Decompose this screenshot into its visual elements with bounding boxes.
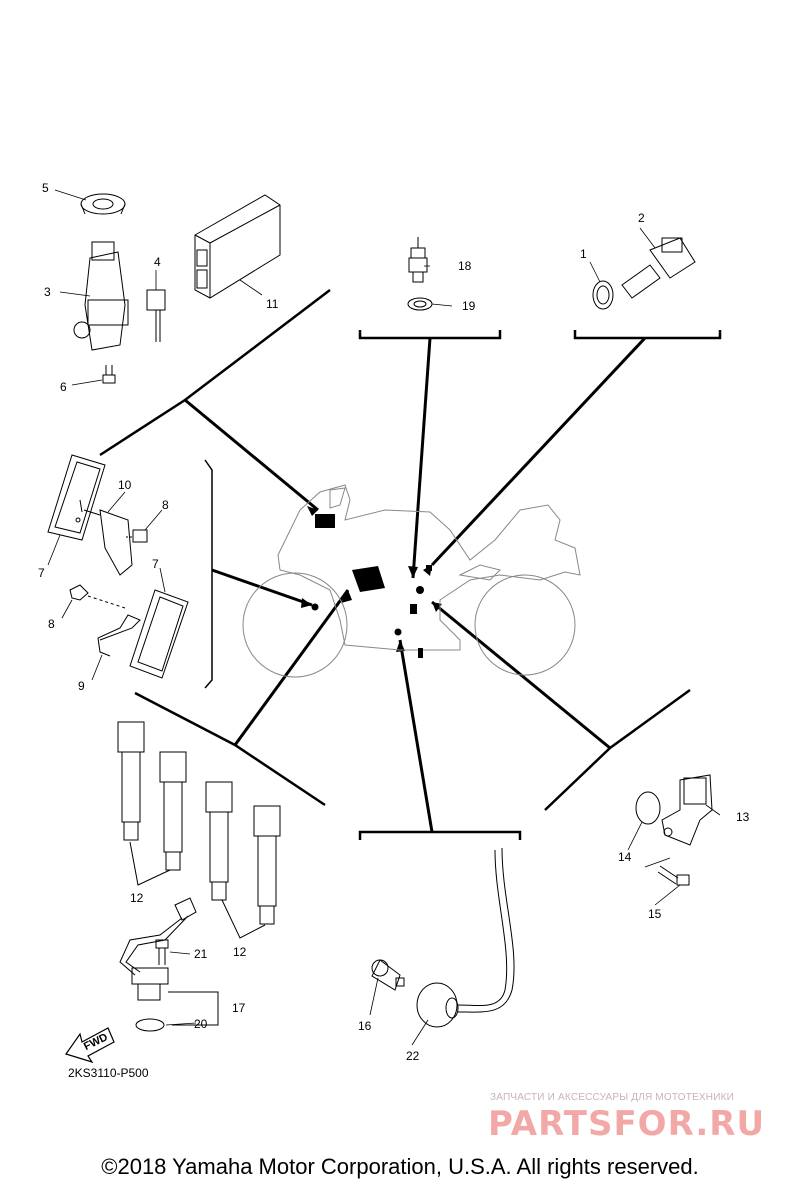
callout-1: 1 [580, 247, 587, 261]
callout-13: 13 [736, 810, 750, 824]
ignition-coil-12-b [159, 751, 187, 871]
crank-sensor-13 [661, 774, 713, 846]
bolt-6 [102, 365, 116, 384]
key-4 [146, 289, 166, 342]
gasket-1 [592, 280, 614, 310]
callout-11: 11 [266, 297, 279, 311]
callout-lines [47, 189, 721, 1046]
callout-7-upper: 7 [38, 566, 45, 580]
callout-22: 22 [406, 1049, 420, 1063]
nut-8-upper [126, 529, 148, 543]
callout-18: 20 [194, 1017, 208, 1031]
reflector-7-upper [47, 454, 106, 541]
callout-3: 3 [44, 285, 51, 299]
bracket-17-18 [168, 991, 219, 1026]
callout-4: 4 [154, 255, 161, 269]
fwd-arrow [65, 1027, 115, 1064]
reflector-7-lower [129, 589, 189, 679]
callout-6: 6 [60, 380, 67, 394]
knock-sensor-22 [416, 847, 515, 1028]
bolt-19 [155, 939, 169, 965]
ignition-coil-12-a [117, 721, 145, 841]
callout-5: 5 [42, 181, 49, 195]
motorcycle-outline [242, 484, 581, 678]
group-bracket-knock-sensor [358, 830, 522, 840]
ignition-coil-12-d [253, 805, 281, 925]
callout-12-a: 12 [130, 891, 144, 905]
callout-9: 9 [78, 679, 85, 693]
callout-8-lower: 8 [48, 617, 55, 631]
bracket-10 [79, 499, 133, 576]
leader-arrowheads [301, 506, 442, 652]
copyright-notice: ©2018 Yamaha Motor Corporation, U.S.A. A… [101, 1154, 699, 1179]
group-bracket-crank-sensor [544, 688, 691, 811]
bolt-15 [657, 865, 690, 886]
leader-lines [184, 336, 647, 833]
cover-5 [80, 193, 126, 215]
o-ring-18 [135, 1018, 165, 1032]
callout-21: 19 [462, 299, 476, 313]
group-bracket-top-left [99, 289, 331, 457]
group-bracket-spark-plug [358, 330, 502, 340]
callout-15: 15 [648, 907, 662, 921]
ecu-11 [194, 194, 281, 299]
sensor-17 [119, 897, 197, 1001]
callout-20: 18 [458, 259, 472, 273]
temp-sensor-2 [621, 237, 696, 299]
callout-12-b: 12 [233, 945, 247, 959]
fwd-label: FWD [82, 1031, 110, 1053]
bracket-9 [97, 614, 141, 657]
callout-17: 17 [232, 1001, 246, 1015]
main-switch-3 [73, 241, 129, 351]
nut-8-lower [69, 584, 126, 609]
watermark-logo: PARTSFOR.RU [488, 1104, 766, 1144]
watermark-tagline: ЗАПЧАСТИ И АКСЕССУАРЫ ДЛЯ МОТОТЕХНИКИ [490, 1092, 735, 1103]
spark-plug-20 [408, 237, 428, 283]
callout-19: 21 [194, 947, 208, 961]
ignition-coil-12-c [205, 781, 233, 901]
callout-2: 2 [638, 211, 645, 225]
callout-7-lower: 7 [152, 557, 159, 571]
callout-16: 16 [358, 1019, 372, 1033]
drawing-code: 2KS3110-P500 [68, 1066, 149, 1080]
callout-10: 10 [118, 478, 132, 492]
callout-8-upper: 8 [162, 498, 169, 512]
callout-14: 14 [618, 850, 632, 864]
pressure-switch-16 [371, 959, 405, 991]
o-ring-14 [635, 791, 661, 825]
group-bracket-temp-sensor [573, 330, 722, 340]
coil-pointer-lines [129, 841, 266, 939]
motorcycle-part-markers [311, 514, 432, 658]
gasket-21 [407, 297, 433, 311]
group-bracket-left-side [204, 459, 213, 689]
